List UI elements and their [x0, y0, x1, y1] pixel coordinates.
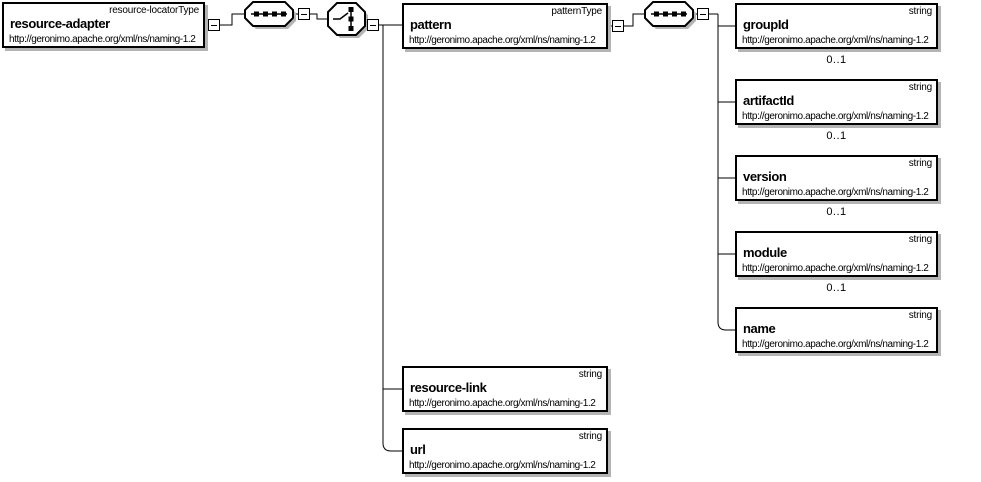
cardinality-label: 0..1 [826, 282, 847, 294]
element-box-resource-adapter[interactable]: resource-locatorType resource-adapter ht… [2, 2, 205, 48]
cardinality-label: 0..1 [826, 206, 847, 218]
type-label: string [578, 431, 602, 442]
collapse-toggle[interactable] [612, 20, 624, 32]
element-name: groupId [743, 17, 789, 32]
element-box-pattern[interactable]: patternType pattern http://geronimo.apac… [402, 3, 608, 49]
element-box-groupId[interactable]: string groupId http://geronimo.apache.or… [735, 3, 938, 49]
element-box-name[interactable]: string name http://geronimo.apache.org/x… [735, 307, 938, 353]
collapse-toggle[interactable] [367, 19, 379, 31]
collapse-toggle[interactable] [298, 8, 310, 20]
type-label: string [908, 158, 932, 169]
wire-group [205, 13, 735, 452]
element-name: url [410, 442, 426, 457]
element-name: module [743, 245, 787, 260]
cardinality-label: 0..1 [826, 54, 847, 66]
element-namespace: http://geronimo.apache.org/xml/ns/naming… [742, 187, 929, 198]
collapse-toggle[interactable] [697, 8, 709, 20]
element-namespace: http://geronimo.apache.org/xml/ns/naming… [742, 35, 929, 46]
type-label: string [578, 369, 602, 380]
type-label: string [908, 6, 932, 17]
choice-icon[interactable] [327, 2, 368, 38]
minus-icon [370, 24, 376, 26]
element-box-module[interactable]: string module http://geronimo.apache.org… [735, 231, 938, 277]
element-namespace: http://geronimo.apache.org/xml/ns/naming… [742, 263, 929, 274]
minus-icon [301, 13, 307, 15]
element-namespace: http://geronimo.apache.org/xml/ns/naming… [409, 460, 596, 471]
element-name: version [743, 169, 787, 184]
cardinality-label: 0..1 [826, 130, 847, 142]
minus-icon [615, 25, 621, 27]
element-box-version[interactable]: string version http://geronimo.apache.or… [735, 155, 938, 201]
type-label: string [908, 82, 932, 93]
element-name: name [743, 321, 776, 336]
type-label: string [908, 310, 932, 321]
element-box-resource-link[interactable]: string resource-link http://geronimo.apa… [402, 366, 608, 412]
element-namespace: http://geronimo.apache.org/xml/ns/naming… [9, 34, 196, 45]
type-label: resource-locatorType [109, 5, 199, 16]
type-label: string [908, 234, 932, 245]
collapse-toggle[interactable] [208, 19, 220, 31]
element-namespace: http://geronimo.apache.org/xml/ns/naming… [742, 339, 929, 350]
element-name: artifactId [743, 93, 794, 108]
element-name: resource-adapter [10, 16, 110, 31]
sequence-icon[interactable] [644, 1, 696, 29]
element-namespace: http://geronimo.apache.org/xml/ns/naming… [742, 111, 929, 122]
minus-icon [211, 24, 217, 26]
minus-icon [700, 13, 706, 15]
element-namespace: http://geronimo.apache.org/xml/ns/naming… [409, 35, 596, 46]
element-namespace: http://geronimo.apache.org/xml/ns/naming… [409, 398, 596, 409]
sequence-icon[interactable] [244, 1, 296, 29]
element-name: resource-link [410, 380, 487, 395]
element-box-url[interactable]: string url http://geronimo.apache.org/xm… [402, 428, 608, 474]
type-label: patternType [551, 6, 602, 17]
element-box-artifactId[interactable]: string artifactId http://geronimo.apache… [735, 79, 938, 125]
element-name: pattern [410, 17, 452, 32]
